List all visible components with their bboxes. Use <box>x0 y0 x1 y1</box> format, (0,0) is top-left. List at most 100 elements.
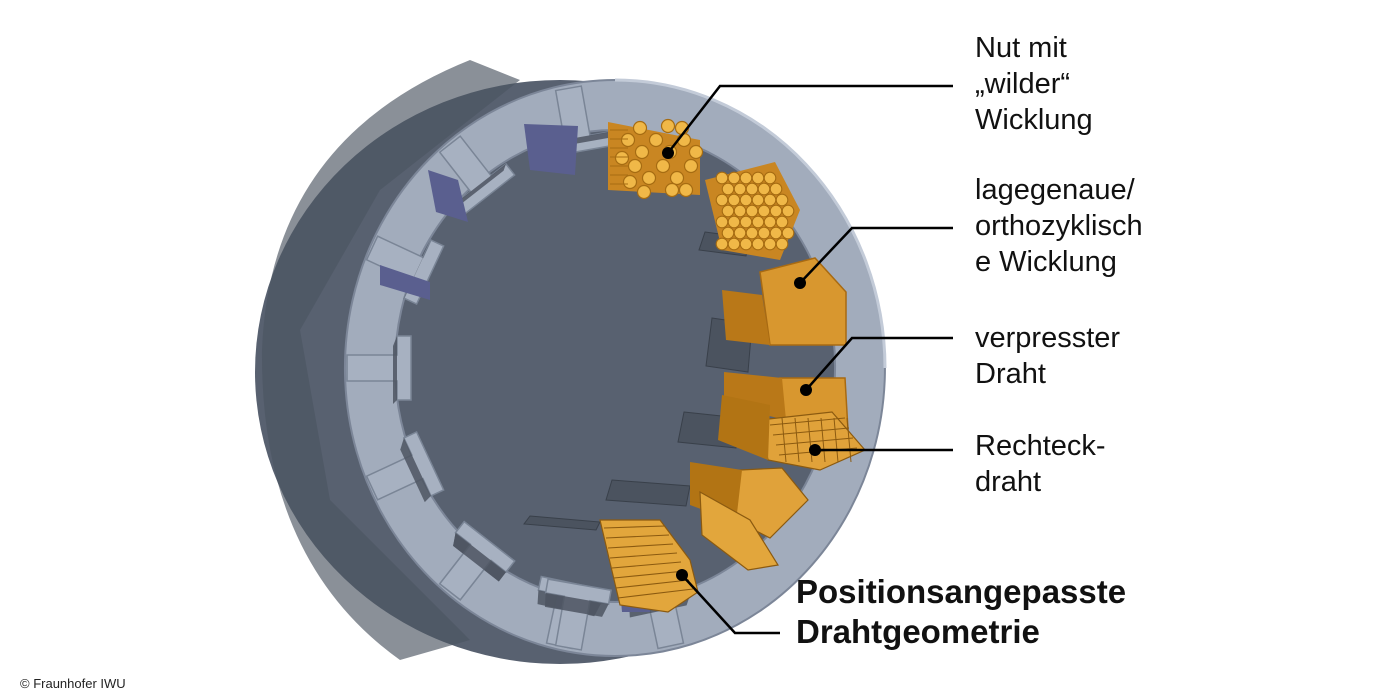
wire-strand <box>769 204 783 218</box>
stator-tooth <box>365 430 445 503</box>
copyright-notice: © Fraunhofer IWU <box>20 676 126 691</box>
wire-strand <box>739 237 753 251</box>
label-pressed-wire: verpresster Draht <box>975 320 1120 392</box>
shaped-wire-layer <box>613 570 686 579</box>
label-ortho-line1: lagegenaue/ <box>975 174 1135 206</box>
rect-wire-col <box>794 417 800 463</box>
wire-strand <box>757 226 771 240</box>
wire-strand <box>739 215 753 229</box>
leader-pressed <box>805 336 953 391</box>
tooth-tip <box>523 515 601 531</box>
wire-strand <box>769 226 783 240</box>
wire-strand <box>614 150 630 166</box>
shaped-wire-layer <box>605 534 670 539</box>
rect-wire-col <box>833 417 839 463</box>
stator-tooth <box>544 578 612 651</box>
label-rect-line2: draht <box>975 466 1042 498</box>
orthocyclic-winding-bundle <box>705 162 800 260</box>
label-wild-line3: Wicklung <box>975 104 1093 136</box>
wire-strand <box>727 237 741 251</box>
stator-tooth <box>346 335 412 404</box>
wire-strand <box>751 237 765 251</box>
wire-strand <box>660 118 676 134</box>
wire-strand <box>733 204 747 218</box>
wire-strand <box>745 226 759 240</box>
shaped-wire-layer <box>603 525 666 529</box>
wire-strand <box>775 215 789 229</box>
wire-strand <box>636 184 652 200</box>
shaped-wire-layer <box>617 588 694 599</box>
wire-strand <box>683 158 699 174</box>
label-position-line1: Positionsangepasste <box>796 573 1127 610</box>
position-adapted-bundle <box>599 519 699 613</box>
wire-strand <box>763 237 777 251</box>
rect-wire-col <box>781 417 787 463</box>
wire-strand <box>632 120 648 136</box>
wire-strand <box>634 144 650 160</box>
leader-ortho <box>799 226 953 284</box>
wire-strand <box>721 226 735 240</box>
wire-strand <box>745 182 759 196</box>
wire-strand <box>715 171 729 185</box>
wire-strand <box>627 158 643 174</box>
wire-strand <box>727 193 741 207</box>
wire-strand <box>745 204 759 218</box>
tooth-tip <box>605 479 691 507</box>
shaped-wire-layer <box>615 579 690 589</box>
stator-tooth <box>438 520 516 601</box>
leader-position <box>681 574 780 635</box>
label-wild-line1: Nut mit <box>975 32 1067 64</box>
wire-strand <box>641 170 657 186</box>
wire-strand <box>775 237 789 251</box>
wire-strand <box>721 182 735 196</box>
wire-strand <box>715 215 729 229</box>
wire-strand <box>620 132 636 148</box>
wire-strand <box>763 215 777 229</box>
wire-strand <box>622 174 638 190</box>
wire-strand <box>669 170 685 186</box>
label-wild-winding: Nut mit „wilder“ Wicklung <box>975 30 1093 138</box>
wire-strand <box>733 226 747 240</box>
wire-strand <box>739 171 753 185</box>
rectangular-wire-bundle-lower <box>690 462 809 571</box>
label-wild-line2: „wilder“ <box>975 68 1071 100</box>
wire-strand <box>664 182 680 198</box>
wire-strand <box>727 171 741 185</box>
label-pressed-line2: Draht <box>975 358 1046 390</box>
wire-strand <box>781 204 795 218</box>
wire-strand <box>678 182 694 198</box>
leader-wild <box>667 84 953 154</box>
wire-strand <box>751 193 765 207</box>
wire-strand <box>751 171 765 185</box>
wire-strand <box>727 215 741 229</box>
copper-windings <box>599 118 866 613</box>
wire-strand <box>757 204 771 218</box>
wire-strand <box>751 215 765 229</box>
wire-strand <box>715 237 729 251</box>
rect-wire-row <box>772 427 850 436</box>
wire-strand <box>721 204 735 218</box>
shaped-wire-layer <box>609 552 678 559</box>
leader-lines <box>667 84 953 635</box>
label-position-adapted: Positionsangepasste Drahtgeometrie <box>796 572 1126 652</box>
wire-strand <box>655 158 671 174</box>
label-rectangular-wire: Rechteck- draht <box>975 428 1106 500</box>
wire-strand <box>769 182 783 196</box>
wire-strand <box>757 182 771 196</box>
label-pressed-line1: verpresster <box>975 322 1121 354</box>
wire-strand <box>648 132 664 148</box>
wire-strand <box>715 193 729 207</box>
wire-strand <box>739 193 753 207</box>
shaped-wire-layer <box>607 543 674 549</box>
wire-strand <box>763 171 777 185</box>
label-ortho-line3: e Wicklung <box>975 246 1117 278</box>
rect-wire-row <box>775 437 854 446</box>
wire-strand <box>775 193 789 207</box>
rect-wire-col <box>846 417 852 463</box>
shaped-wire-layer <box>611 561 682 569</box>
leader-dots <box>662 147 821 581</box>
wire-strand <box>763 193 777 207</box>
wire-strand <box>733 182 747 196</box>
label-position-line2: Drahtgeometrie <box>796 613 1040 650</box>
